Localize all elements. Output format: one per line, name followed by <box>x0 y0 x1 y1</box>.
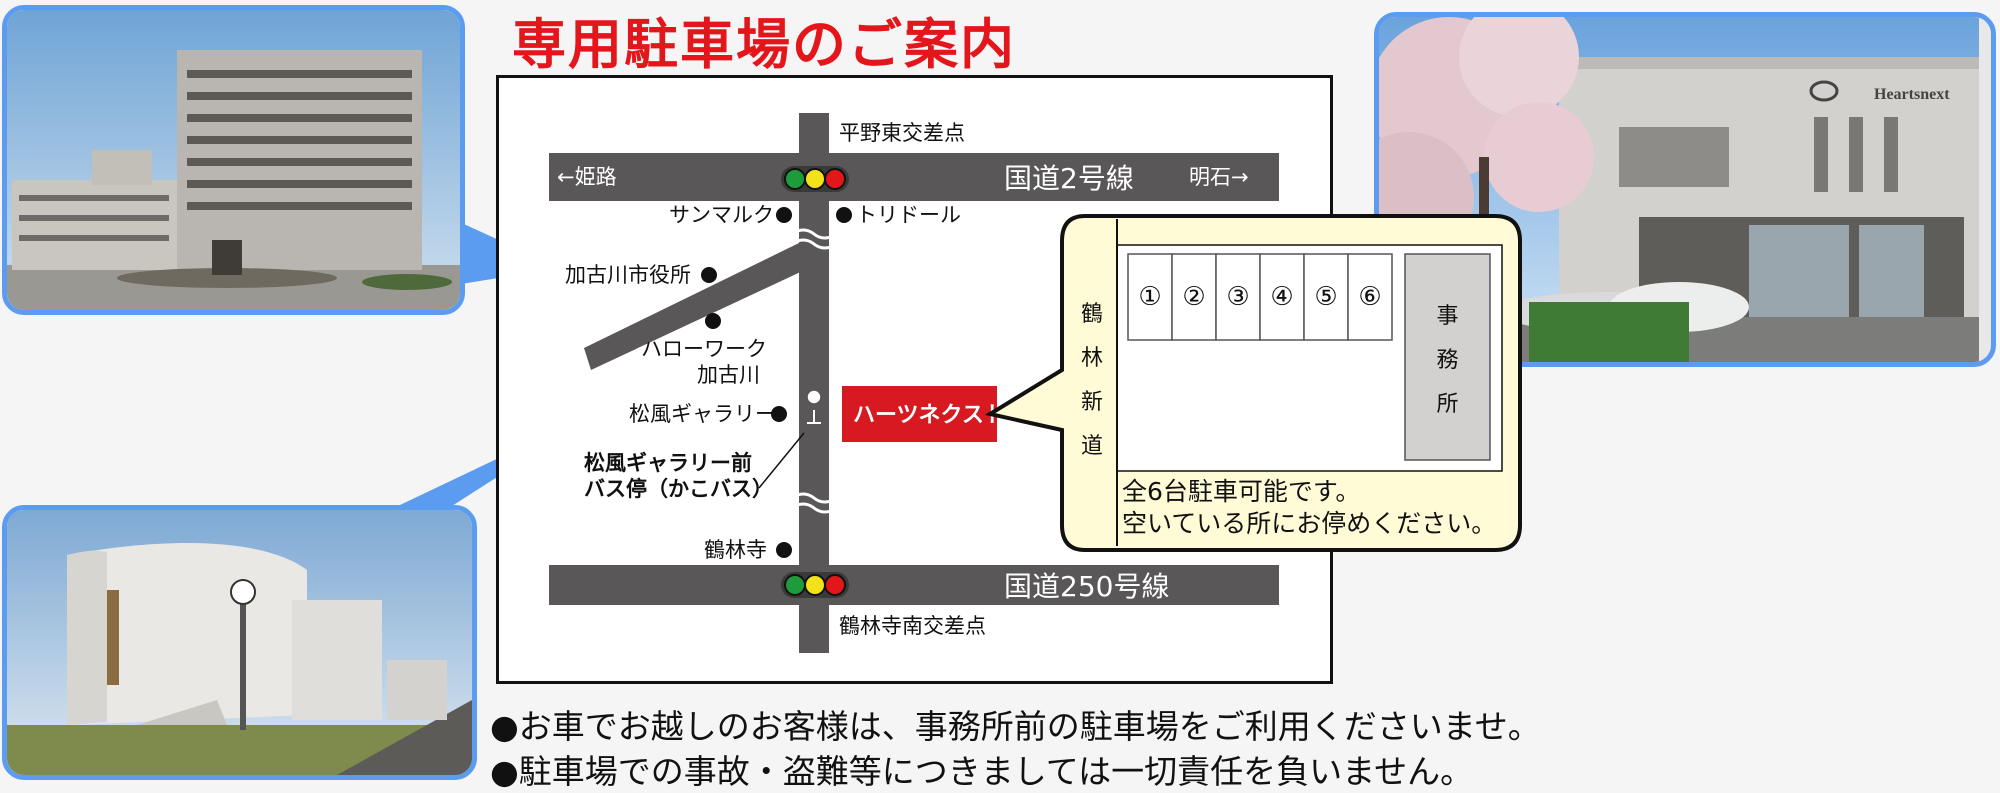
traffic-light-top <box>781 166 849 192</box>
building-sign-text: Heartsnext <box>1874 86 1950 103</box>
parking-space-5: ⑤ <box>1314 282 1338 312</box>
bus-stop-label: 松風ギャラリー前 <box>584 451 752 475</box>
street-name: 鶴林新道 <box>1080 302 1103 459</box>
landmark-city-hall: 加古川市役所 <box>565 263 691 287</box>
bus-stop-kako-bus: バス停（かこバス） <box>584 477 773 501</box>
access-map: ←姫路 国道2号線 明石→ 国道250号線 平野東交差点 鶴林寺南交差点 サンマ… <box>496 75 1333 684</box>
landmark-gallery: 松風ギャラリー <box>629 402 776 426</box>
direction-himeji: ←姫路 <box>557 165 617 189</box>
parking-note-instruction: 空いている所にお停めください。 <box>1122 509 1497 538</box>
office-label: 事務所 <box>1436 304 1459 417</box>
notice-liability: ●駐車場での事故・盗難等につきましては一切責任を負いません。 <box>490 752 1474 791</box>
parking-space-4: ④ <box>1270 282 1294 312</box>
north-south-road <box>799 113 829 653</box>
city-hall-photo <box>2 5 465 315</box>
page-title: 専用駐車場のご案内 <box>512 13 1016 76</box>
road-break-bottom <box>790 492 838 514</box>
office-block <box>1404 253 1491 461</box>
diagonal-road <box>584 243 809 370</box>
parking-note-capacity: 全6台駐車可能です。 <box>1122 477 1361 506</box>
route-250-label: 国道250号線 <box>1004 570 1169 603</box>
road-break-top <box>790 228 838 250</box>
parking-spaces: ① ② ③ ④ ⑤ ⑥ <box>1128 282 1392 312</box>
landmark-kakurinji: 鶴林寺 <box>704 538 767 562</box>
traffic-light-bottom <box>781 572 849 598</box>
building-photo: Heartsnext <box>1374 12 1996 367</box>
landmark-toridoll: トリドール <box>856 203 961 227</box>
landmark-hellowork: ハローワーク <box>641 337 767 361</box>
landmark-sunmarc: サンマルク <box>669 203 774 227</box>
bus-stop-icon <box>806 389 822 424</box>
parking-space-1: ① <box>1138 282 1162 312</box>
kakurinji-south-intersection: 鶴林寺南交差点 <box>839 614 986 638</box>
gallery-photo <box>2 505 477 780</box>
route-250-road <box>549 565 1279 605</box>
parking-space-6: ⑥ <box>1358 282 1382 312</box>
landmark-hellowork-kakogawa: 加古川 <box>697 363 760 387</box>
route-2-label: 国道2号線 <box>1004 162 1134 195</box>
company-badge <box>842 386 997 442</box>
parking-space-3: ③ <box>1226 282 1250 312</box>
direction-akashi: 明石→ <box>1189 165 1249 189</box>
route-2-road <box>549 153 1279 201</box>
hirano-east-intersection: 平野東交差点 <box>839 121 965 145</box>
notice-parking-use: ●お車でお越しのお客様は、事務所前の駐車場をご利用くださいませ。 <box>490 707 1541 746</box>
parking-space-2: ② <box>1182 282 1206 312</box>
parking-note: 全6台駐車可能です。 空いている所にお停めください。 <box>1122 476 1496 540</box>
company-name: ハーツネクスト <box>853 403 1006 428</box>
